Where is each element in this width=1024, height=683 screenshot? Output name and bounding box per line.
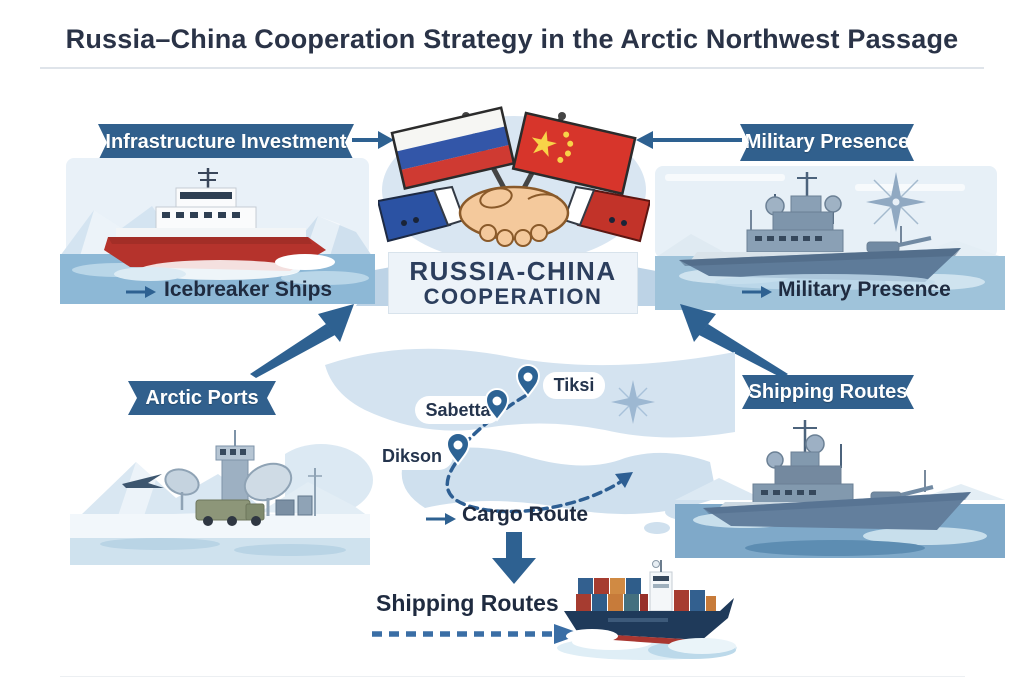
label-infrastructure-investment: Infrastructure Investment — [98, 124, 354, 161]
bottom-divider — [60, 676, 965, 677]
arctic-route-map: Tiksi Sabetta Dikson — [285, 348, 735, 535]
label-arctic-ports: Arctic Ports — [128, 381, 276, 415]
location-pin-sabetta — [484, 388, 510, 422]
arrow-left-icon — [636, 131, 742, 149]
patrol-warship-illustration — [675, 420, 1005, 558]
pin-label-dikson-pill — [371, 442, 453, 470]
pin-label-sabetta-pill — [415, 396, 501, 424]
handshake-left-arm — [378, 185, 466, 243]
russia-flag-icon — [390, 106, 516, 191]
caption-shipping-routes: Shipping Routes — [376, 590, 559, 616]
banner-line1: RUSSIA-CHINA — [409, 255, 617, 286]
banner-line2: COOPERATION — [423, 284, 603, 310]
compass-rose-icon — [866, 172, 926, 232]
arctic-port-facility-illustration — [70, 430, 370, 565]
military-label-text: Military Presence — [744, 131, 910, 153]
label-shipping-routes: Shipping Routes — [742, 375, 914, 409]
cooperation-banner: RUSSIA-CHINA COOPERATION — [388, 252, 638, 314]
title-divider — [40, 67, 984, 69]
arrow-right-icon — [352, 131, 394, 149]
map-compass-icon — [611, 380, 655, 424]
caption-cargo-route: Cargo Route — [462, 503, 588, 526]
infrastructure-label-text: Infrastructure Investment — [105, 131, 347, 153]
page-title: Russia–China Cooperation Strategy in the… — [65, 24, 959, 54]
pin-label-sabetta: Sabetta — [425, 400, 491, 420]
arctic-ports-label-text: Arctic Ports — [145, 386, 259, 409]
caption-military-presence: Military Presence — [778, 278, 951, 301]
location-pin-tiksi — [515, 364, 541, 398]
arrow-right-icon — [126, 286, 156, 298]
icebreaker-ship-illustration — [60, 158, 375, 304]
pin-label-tiksi: Tiksi — [554, 375, 595, 395]
china-flag-icon — [511, 111, 637, 196]
cargo-container-ship-illustration — [557, 560, 737, 660]
flags-handshake-illustration — [378, 106, 650, 264]
arrow-right-icon — [742, 286, 772, 298]
arrow-up-right-icon — [250, 304, 354, 378]
arrow-right-icon — [426, 513, 456, 525]
warship-illustration — [655, 166, 1005, 310]
caption-icebreaker-ships: Icebreaker Ships — [164, 278, 333, 301]
location-pin-dikson — [445, 432, 471, 466]
arrow-up-left-icon — [680, 304, 788, 378]
shipping-routes-label-text: Shipping Routes — [748, 380, 908, 403]
handshake-right-arm — [562, 185, 650, 243]
pin-label-tiksi-pill — [543, 372, 605, 399]
arrow-down-icon — [492, 532, 536, 584]
handshake-hands-icon — [458, 185, 570, 247]
pin-label-dikson: Dikson — [382, 446, 442, 466]
label-military-presence: Military Presence — [740, 124, 914, 161]
